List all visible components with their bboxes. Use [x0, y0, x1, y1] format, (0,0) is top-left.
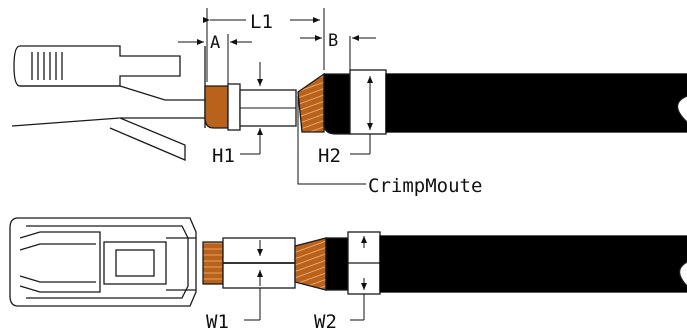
- terminal-window-outer: [103, 241, 167, 285]
- label-h2: H2: [318, 145, 341, 167]
- insulation-crimp-plan: [325, 237, 349, 291]
- crimp-mouth-strands-top: [297, 72, 325, 133]
- side-view: [11, 45, 687, 161]
- cable-plan: [379, 235, 687, 293]
- terminal-tongue: [109, 117, 186, 161]
- label-a: A: [210, 33, 220, 53]
- conductor-crimp-top: [204, 85, 229, 129]
- insulation-crimp-top: [323, 73, 351, 135]
- conductor-strands-plan: [202, 241, 224, 285]
- side-labels: L1 A B H1 H2 CrimpMoute: [210, 11, 482, 197]
- label-w2: W2: [314, 311, 337, 332]
- label-l1: L1: [250, 11, 273, 33]
- terminal-body-plan: [9, 217, 197, 307]
- plan-labels: W1 W2: [206, 311, 337, 332]
- cable-top: [385, 73, 687, 133]
- top-view: [9, 217, 687, 307]
- label-h1: H1: [212, 145, 235, 167]
- terminal-window-inner: [115, 249, 155, 277]
- side-dimensions: [178, 8, 376, 185]
- label-w1: W1: [206, 311, 229, 332]
- label-b: B: [328, 31, 338, 51]
- crimp-mouth-strands-plan: [294, 237, 327, 291]
- terminal-contact-top: [13, 45, 181, 87]
- label-crimp-mouth: CrimpMoute: [368, 175, 482, 197]
- plan-dimensions: [244, 236, 367, 321]
